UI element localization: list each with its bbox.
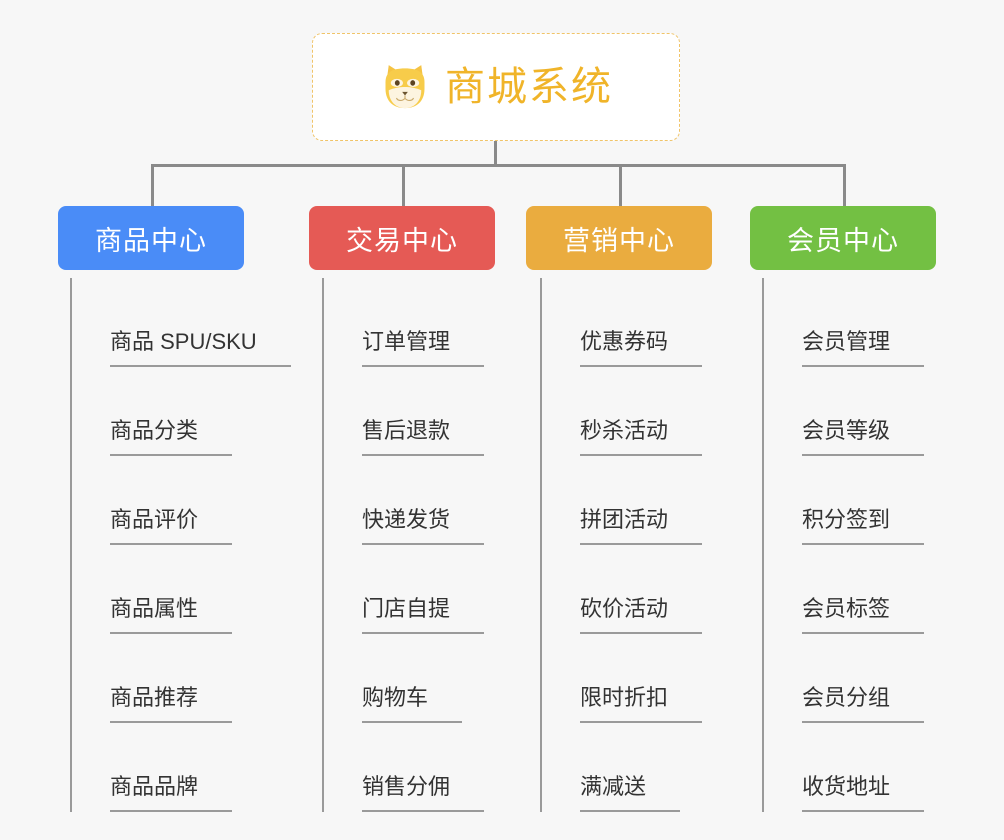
leaf-label: 售后退款 — [362, 420, 485, 456]
leaf-item[interactable]: 门店自提 — [322, 545, 552, 634]
column-spine-2 — [540, 278, 542, 812]
leaf-label: 商品 SPU/SKU — [110, 331, 291, 367]
leaf-label: 满减送 — [580, 776, 681, 812]
leaf-label: 商品推荐 — [110, 687, 233, 723]
leaf-item[interactable]: 商品评价 — [70, 456, 300, 545]
leaf-label: 限时折扣 — [580, 687, 703, 723]
connector-stem-cat-0 — [151, 164, 154, 206]
column-spine-3 — [762, 278, 764, 812]
leaf-item[interactable]: 订单管理 — [322, 278, 552, 367]
category-box-3[interactable]: 会员中心 — [750, 206, 936, 270]
column-spine-0 — [70, 278, 72, 812]
connector-stem-cat-3 — [843, 164, 846, 206]
leaf-column-1: 订单管理 售后退款 快递发货 门店自提 购物车 销售分佣 — [322, 278, 552, 812]
leaf-item[interactable]: 会员分组 — [762, 634, 992, 723]
leaf-column-2: 优惠券码 秒杀活动 拼团活动 砍价活动 限时折扣 满减送 — [540, 278, 770, 812]
leaf-item[interactable]: 购物车 — [322, 634, 552, 723]
leaf-label: 商品品牌 — [110, 776, 233, 812]
category-label-3: 会员中心 — [787, 225, 899, 256]
leaf-label: 会员等级 — [802, 420, 925, 456]
leaf-list-0: 商品 SPU/SKU 商品分类 商品评价 商品属性 商品推荐 商品品牌 — [70, 278, 300, 812]
leaf-label: 购物车 — [362, 687, 463, 723]
leaf-label: 门店自提 — [362, 598, 485, 634]
column-spine-1 — [322, 278, 324, 812]
leaf-item[interactable]: 满减送 — [540, 723, 770, 812]
connector-horizontal-bus — [151, 164, 846, 167]
leaf-label: 快递发货 — [362, 509, 485, 545]
leaf-item[interactable]: 商品分类 — [70, 367, 300, 456]
leaf-item[interactable]: 积分签到 — [762, 456, 992, 545]
leaf-label: 拼团活动 — [580, 509, 703, 545]
leaf-column-0: 商品 SPU/SKU 商品分类 商品评价 商品属性 商品推荐 商品品牌 — [70, 278, 300, 812]
leaf-item[interactable]: 会员管理 — [762, 278, 992, 367]
root-title: 商城系统 — [445, 65, 613, 109]
leaf-item[interactable]: 砍价活动 — [540, 545, 770, 634]
leaf-label: 积分签到 — [802, 509, 925, 545]
leaf-item[interactable]: 拼团活动 — [540, 456, 770, 545]
leaf-label: 砍价活动 — [580, 598, 703, 634]
connector-root-stem — [494, 141, 497, 166]
category-box-0[interactable]: 商品中心 — [58, 206, 244, 270]
category-label-1: 交易中心 — [346, 225, 458, 256]
leaf-item[interactable]: 会员等级 — [762, 367, 992, 456]
leaf-item[interactable]: 商品属性 — [70, 545, 300, 634]
leaf-item[interactable]: 售后退款 — [322, 367, 552, 456]
leaf-list-2: 优惠券码 秒杀活动 拼团活动 砍价活动 限时折扣 满减送 — [540, 278, 770, 812]
leaf-label: 收货地址 — [802, 776, 925, 812]
leaf-item[interactable]: 会员标签 — [762, 545, 992, 634]
leaf-label: 会员分组 — [802, 687, 925, 723]
leaf-item[interactable]: 销售分佣 — [322, 723, 552, 812]
leaf-item[interactable]: 秒杀活动 — [540, 367, 770, 456]
leaf-item[interactable]: 商品推荐 — [70, 634, 300, 723]
leaf-label: 订单管理 — [362, 331, 485, 367]
leaf-item[interactable]: 商品 SPU/SKU — [70, 278, 300, 367]
root-node-shop-system[interactable]: 商城系统 — [312, 33, 680, 141]
leaf-list-3: 会员管理 会员等级 积分签到 会员标签 会员分组 收货地址 — [762, 278, 992, 812]
connector-stem-cat-2 — [619, 164, 622, 206]
category-label-2: 营销中心 — [563, 225, 675, 256]
leaf-label: 会员管理 — [802, 331, 925, 367]
leaf-item[interactable]: 限时折扣 — [540, 634, 770, 723]
leaf-label: 销售分佣 — [362, 776, 485, 812]
leaf-label: 商品评价 — [110, 509, 233, 545]
shiba-dog-icon — [379, 61, 431, 113]
leaf-item[interactable]: 商品品牌 — [70, 723, 300, 812]
category-label-0: 商品中心 — [95, 225, 207, 256]
leaf-item[interactable]: 优惠券码 — [540, 278, 770, 367]
category-box-1[interactable]: 交易中心 — [309, 206, 495, 270]
leaf-label: 优惠券码 — [580, 331, 703, 367]
leaf-label: 商品分类 — [110, 420, 233, 456]
leaf-label: 商品属性 — [110, 598, 233, 634]
leaf-column-3: 会员管理 会员等级 积分签到 会员标签 会员分组 收货地址 — [762, 278, 992, 812]
leaf-item[interactable]: 快递发货 — [322, 456, 552, 545]
leaf-label: 会员标签 — [802, 598, 925, 634]
leaf-list-1: 订单管理 售后退款 快递发货 门店自提 购物车 销售分佣 — [322, 278, 552, 812]
leaf-label: 秒杀活动 — [580, 420, 703, 456]
category-box-2[interactable]: 营销中心 — [526, 206, 712, 270]
leaf-item[interactable]: 收货地址 — [762, 723, 992, 812]
connector-stem-cat-1 — [402, 164, 405, 206]
